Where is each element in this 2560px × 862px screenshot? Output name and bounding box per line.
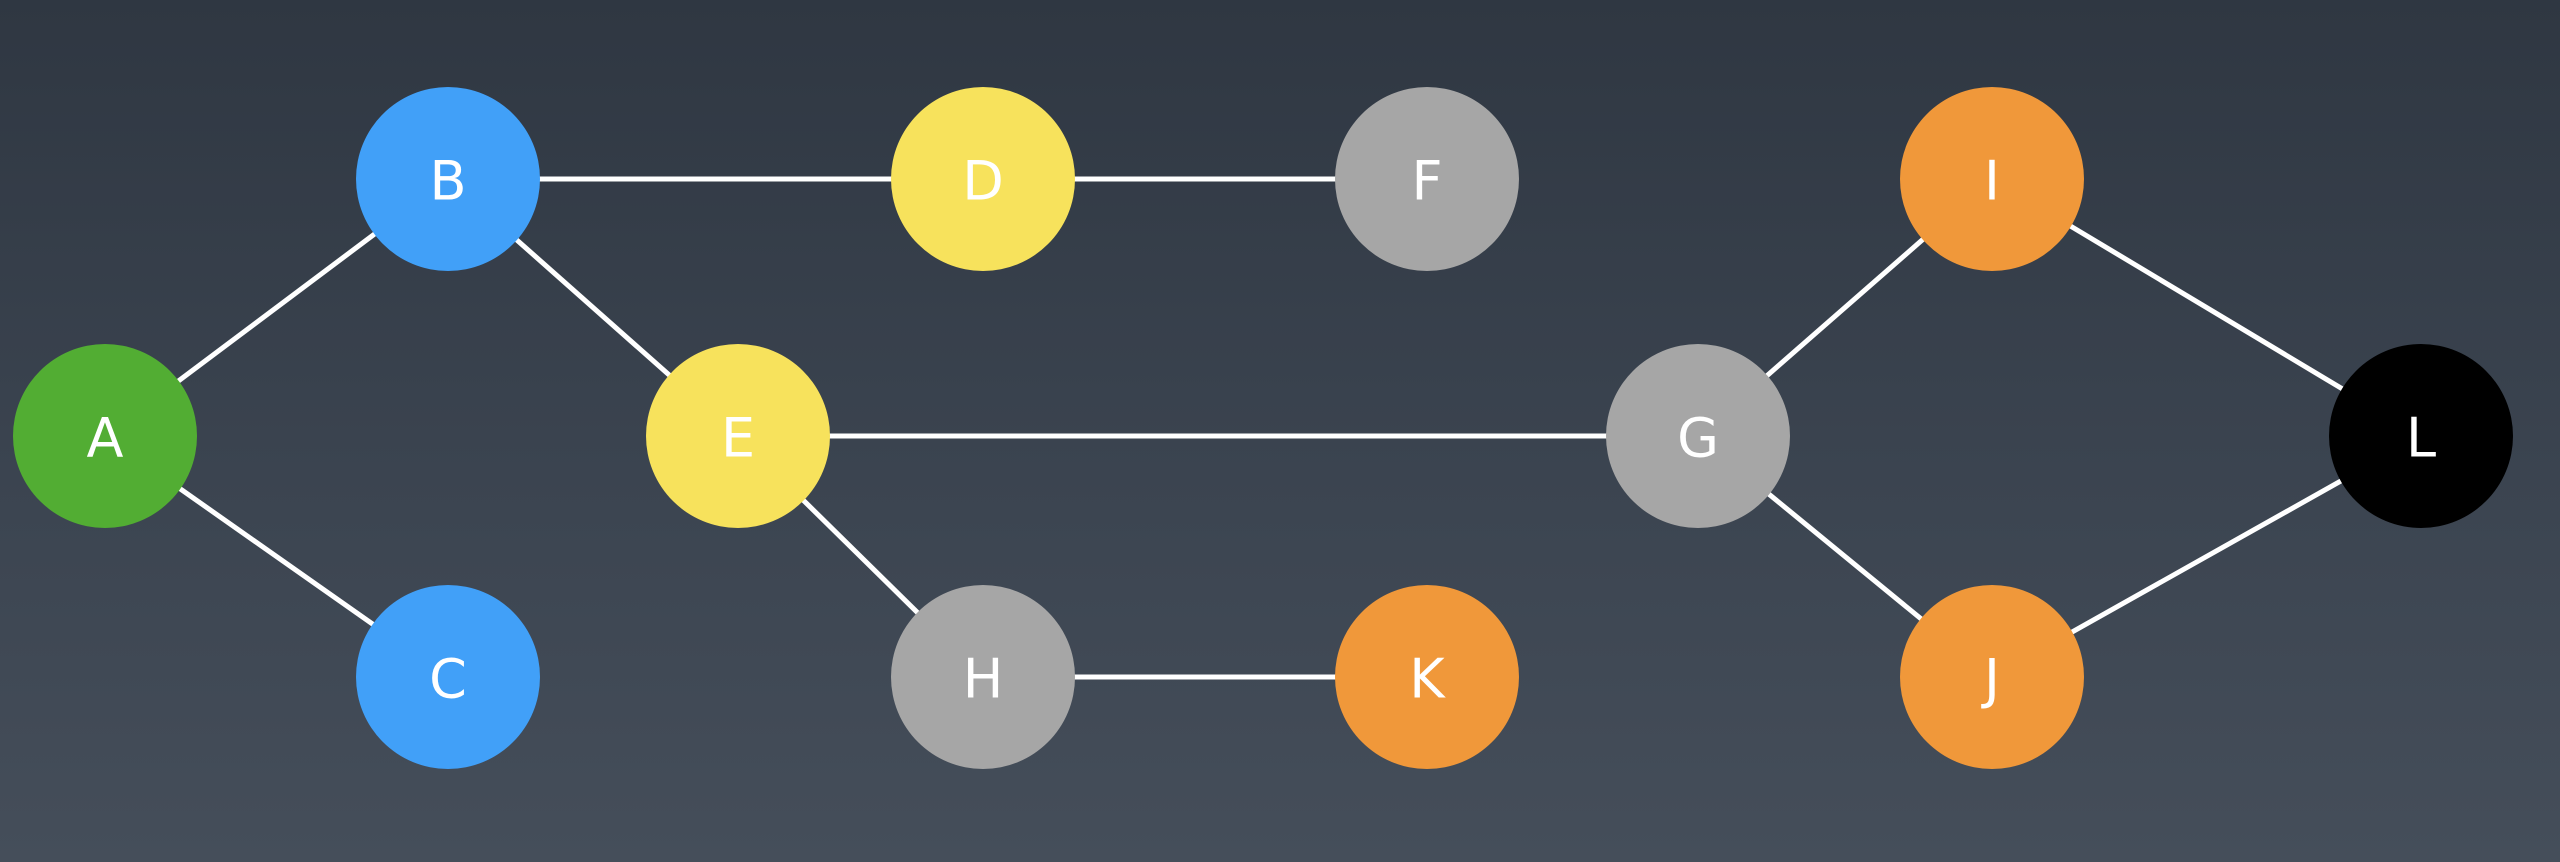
edge-e-h [798, 495, 923, 618]
edge-j-l [2067, 476, 2346, 637]
node-i[interactable]: I [1900, 87, 2084, 271]
node-l-circle [2329, 344, 2513, 528]
node-i-circle [1900, 87, 2084, 271]
node-f-circle [1335, 87, 1519, 271]
node-g-label: G [1677, 407, 1719, 470]
edge-a-c [175, 484, 378, 629]
node-j-circle [1900, 585, 2084, 769]
node-j-label: J [1981, 648, 2000, 711]
node-h[interactable]: H [891, 585, 1075, 769]
node-e-label: E [721, 407, 755, 470]
node-k-label: K [1409, 648, 1446, 711]
node-a-circle [13, 344, 197, 528]
node-a[interactable]: A [13, 344, 197, 528]
node-c[interactable]: C [356, 585, 540, 769]
node-b-circle [356, 87, 540, 271]
edge-b-e [512, 235, 674, 380]
node-c-circle [356, 585, 540, 769]
node-f-label: F [1411, 150, 1442, 213]
node-c-label: C [429, 648, 467, 711]
node-d-label: D [962, 150, 1004, 213]
node-e[interactable]: E [646, 344, 830, 528]
edge-g-j [1764, 489, 1926, 624]
node-b-label: B [429, 150, 466, 213]
node-d[interactable]: D [891, 87, 1075, 271]
node-g[interactable]: G [1606, 344, 1790, 528]
edges-layer [173, 176, 2347, 680]
node-h-label: H [963, 648, 1004, 711]
node-i-label: I [1984, 150, 2000, 213]
node-l-label: L [2406, 407, 2436, 470]
node-d-circle [891, 87, 1075, 271]
node-b[interactable]: B [356, 87, 540, 271]
nodes-layer: A B C D E F G H I J K L [13, 87, 2513, 769]
node-k-circle [1335, 585, 1519, 769]
node-f[interactable]: F [1335, 87, 1519, 271]
node-g-circle [1606, 344, 1790, 528]
node-a-label: A [87, 407, 124, 470]
edge-g-i [1762, 235, 1928, 380]
edge-i-l [2066, 222, 2347, 393]
node-l[interactable]: L [2329, 344, 2513, 528]
node-k[interactable]: K [1335, 585, 1519, 769]
node-e-circle [646, 344, 830, 528]
node-h-circle [891, 585, 1075, 769]
node-j[interactable]: J [1900, 585, 2084, 769]
edge-a-b [173, 229, 380, 386]
